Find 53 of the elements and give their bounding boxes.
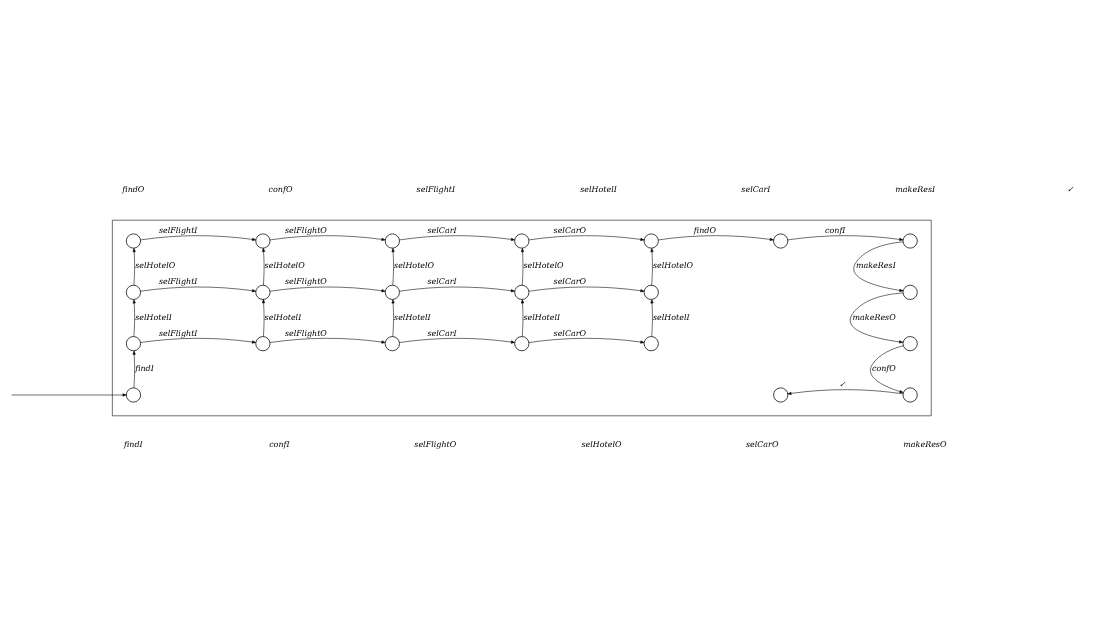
arrow xyxy=(269,234,386,241)
node-circle xyxy=(125,284,141,300)
node-circle xyxy=(773,233,789,248)
arrow xyxy=(850,292,904,343)
arrow xyxy=(528,337,645,344)
arrow xyxy=(521,298,524,337)
arrow xyxy=(262,298,266,337)
arrow xyxy=(399,337,515,344)
arrow xyxy=(650,247,654,285)
arrow xyxy=(269,286,386,292)
node-circle xyxy=(514,284,530,300)
arrow xyxy=(528,286,645,292)
node-circle xyxy=(643,284,659,300)
arrow xyxy=(140,337,256,344)
arrow xyxy=(399,286,515,292)
arrow xyxy=(658,234,774,241)
arrow xyxy=(870,344,904,393)
node-circle xyxy=(902,335,918,351)
arrow xyxy=(521,247,524,285)
arrow xyxy=(853,241,904,292)
node-circle xyxy=(255,335,271,351)
node-circle xyxy=(125,233,141,248)
node-circle xyxy=(384,233,400,248)
node-circle xyxy=(384,335,400,351)
arrow xyxy=(140,286,256,292)
node-circle xyxy=(773,387,789,402)
node-circle xyxy=(643,335,659,351)
arrow xyxy=(262,247,266,285)
arrow xyxy=(11,393,127,396)
node-circle xyxy=(902,284,918,300)
arrow xyxy=(391,247,395,285)
arrow xyxy=(399,234,515,241)
node-circle xyxy=(902,387,918,402)
arrow xyxy=(132,247,136,285)
node-circle xyxy=(902,233,918,248)
arrow xyxy=(269,337,386,344)
node-circle xyxy=(125,387,141,402)
arrow xyxy=(787,234,904,241)
arrow xyxy=(650,298,654,337)
arrow xyxy=(132,298,136,337)
arrow xyxy=(528,234,645,241)
node-circle xyxy=(514,233,530,248)
arrow xyxy=(140,234,256,241)
node-circle xyxy=(643,233,659,248)
node-circle xyxy=(514,335,530,351)
node-circle xyxy=(255,233,271,248)
node-circle xyxy=(125,335,141,351)
arrow xyxy=(132,350,136,388)
node-circle xyxy=(255,284,271,300)
node-circle xyxy=(384,284,400,300)
arrow xyxy=(787,388,904,395)
cluster xyxy=(112,219,932,416)
arrow xyxy=(391,298,395,337)
